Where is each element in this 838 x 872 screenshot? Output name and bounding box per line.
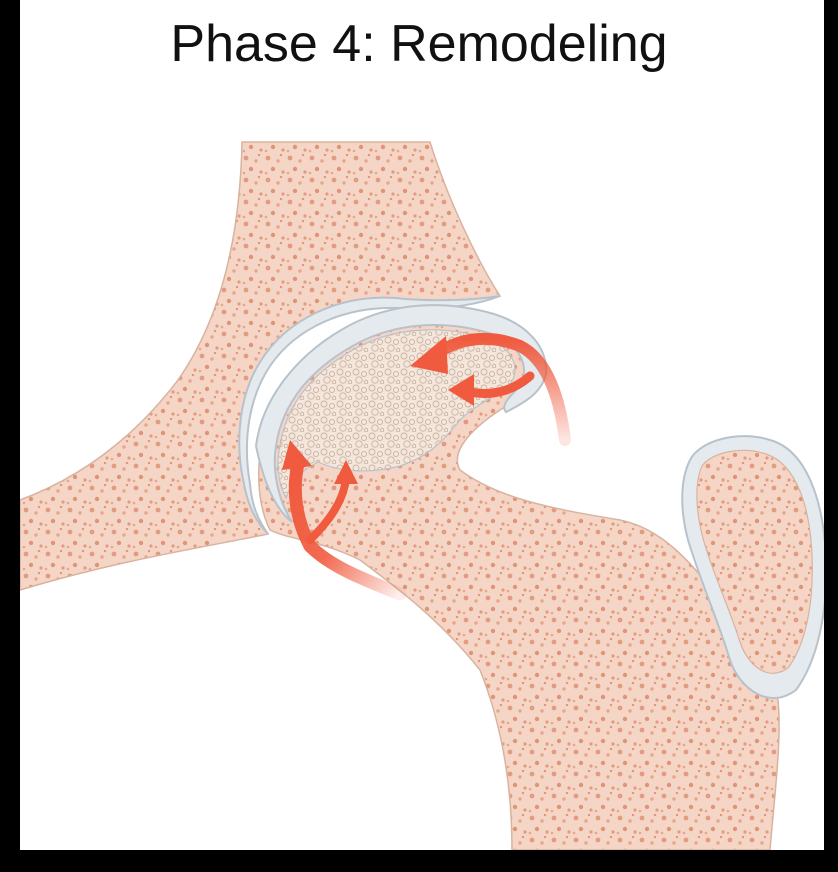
frame-edge-right <box>824 0 838 872</box>
frame-edge-left <box>0 0 20 872</box>
frame-edge-bottom <box>0 850 838 872</box>
